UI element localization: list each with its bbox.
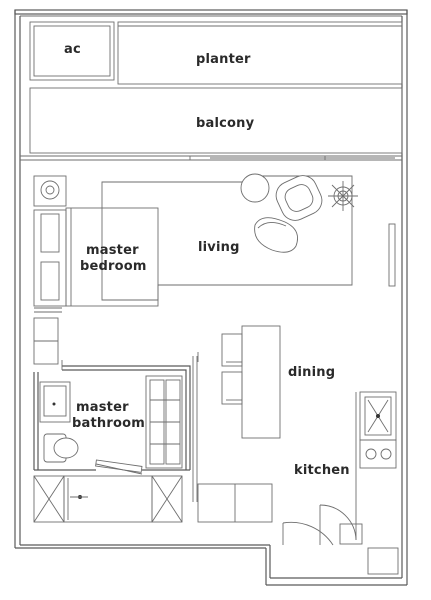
armchair	[275, 175, 323, 221]
toilet-icon	[43, 433, 79, 463]
sliding-door	[192, 352, 199, 502]
room-label-ac: ac	[64, 42, 81, 57]
kitchen-fixtures	[197, 391, 399, 575]
room-label-dining: dining	[288, 365, 335, 380]
dining-table	[241, 325, 281, 439]
lounge-chair	[254, 217, 299, 253]
balcony-sliding-door	[20, 155, 402, 161]
living-furniture	[240, 173, 358, 253]
bathroom-fixtures	[39, 375, 183, 475]
room-label-master-bedroom-line2: bedroom	[80, 259, 147, 274]
room-label-kitchen: kitchen	[294, 463, 350, 478]
hall-cabinet	[33, 317, 59, 365]
room-label-master-bedroom-line1: master	[86, 243, 139, 258]
planter-box	[117, 21, 403, 85]
room-label-planter: planter	[196, 52, 251, 67]
side-window	[388, 223, 396, 287]
stove-icon	[359, 439, 397, 469]
dining-furniture	[221, 325, 281, 439]
floor-lamp-icon	[328, 181, 358, 211]
master-bedroom-furniture	[33, 175, 159, 313]
room-label-master-bathroom-line2: bathroom	[72, 416, 145, 431]
side-table	[240, 173, 270, 203]
dining-chair	[221, 371, 243, 405]
room-label-living: living	[198, 240, 240, 255]
dining-chair	[221, 333, 243, 367]
room-label-balcony: balcony	[196, 116, 255, 131]
ac-ledge	[29, 21, 115, 81]
entry-door	[282, 504, 357, 546]
entry-cabinets	[33, 475, 183, 523]
room-label-master-bathroom-line1: master	[76, 400, 129, 415]
balcony-area	[29, 87, 403, 154]
bathroom-walls	[33, 360, 191, 471]
outer-walls	[14, 9, 408, 586]
